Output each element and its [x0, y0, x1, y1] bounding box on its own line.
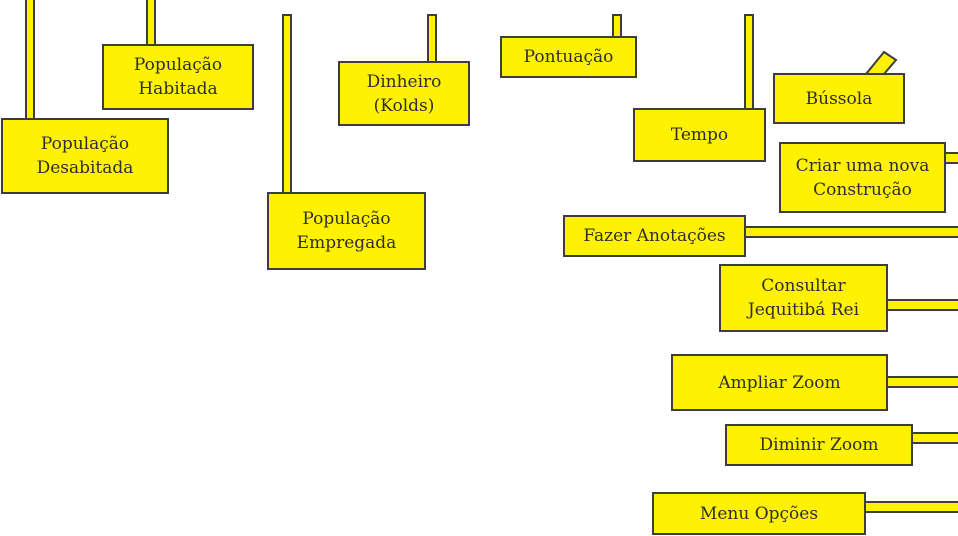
leader-fazer-anotacoes	[744, 226, 958, 238]
leader-pontuacao	[612, 14, 622, 38]
leader-menu-opcoes	[864, 501, 958, 513]
leader-populacao-desabitada	[25, 0, 35, 120]
callout-tempo: Tempo	[633, 108, 766, 162]
leader-populacao-empregada	[282, 14, 292, 194]
callout-populacao-desabitada: População Desabitada	[1, 118, 169, 194]
leader-ampliar-zoom	[886, 376, 958, 388]
leader-criar-construcao	[944, 152, 958, 164]
callout-diminir-zoom: Diminir Zoom	[725, 424, 913, 466]
callout-bussola: Bússola	[773, 73, 905, 124]
leader-tempo	[744, 14, 754, 110]
callout-menu-opcoes: Menu Opções	[652, 492, 866, 535]
leader-diminir-zoom	[911, 432, 958, 444]
callout-consultar-jequitiba: Consultar Jequitibá Rei	[719, 264, 888, 332]
leader-bussola	[863, 50, 898, 75]
leader-dinheiro	[427, 14, 437, 63]
callout-fazer-anotacoes: Fazer Anotações	[563, 215, 746, 257]
callout-ampliar-zoom: Ampliar Zoom	[671, 354, 888, 411]
callout-pontuacao: Pontuação	[500, 36, 637, 78]
callout-populacao-habitada: População Habitada	[102, 44, 254, 110]
callout-populacao-empregada: População Empregada	[267, 192, 426, 270]
callout-criar-construcao: Criar uma nova Construção	[779, 142, 946, 213]
leader-consultar-jequitiba	[886, 299, 958, 311]
leader-populacao-habitada	[146, 0, 156, 46]
callout-dinheiro: Dinheiro (Kolds)	[338, 61, 470, 126]
